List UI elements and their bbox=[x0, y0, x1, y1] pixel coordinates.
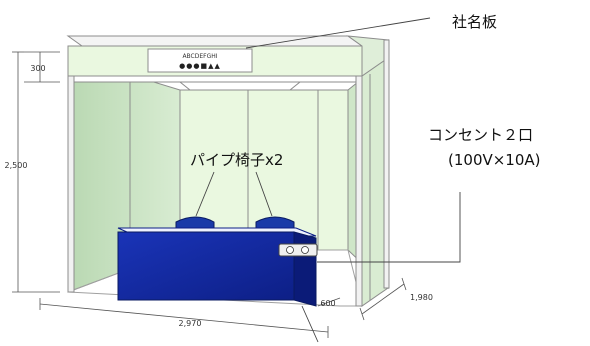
outlet-box bbox=[278, 243, 318, 257]
callout-outlet-line2: (100V×10A) bbox=[448, 151, 541, 169]
counter-front bbox=[117, 231, 295, 301]
front-left-post bbox=[67, 75, 75, 293]
dim-booth-depth bbox=[359, 277, 407, 321]
nameplate-company-text: ABCDEFGHI bbox=[182, 53, 217, 60]
leader-counter bbox=[301, 305, 319, 343]
header-rail bbox=[67, 75, 363, 83]
dim-booth-width-label: 2,970 bbox=[179, 319, 202, 328]
callout-chairs: パイプ椅子x2 bbox=[190, 151, 283, 169]
dim-booth-height-label: 2,500 bbox=[5, 161, 28, 170]
fascia-right-side bbox=[346, 35, 389, 77]
leader-chair-left bbox=[195, 171, 215, 217]
fascia-top bbox=[66, 35, 364, 47]
dim-nameplate-height-label: 300 bbox=[30, 64, 45, 73]
dim-counter-depth bbox=[317, 297, 341, 307]
dim-counter-depth-label: 600 bbox=[320, 299, 335, 308]
leader-nameplate bbox=[245, 17, 431, 49]
outlet-socket-2 bbox=[301, 246, 309, 254]
nameplate-symbols: ●●●■▲▲ bbox=[179, 62, 221, 70]
callout-nameplate: 社名板 bbox=[452, 13, 497, 31]
callout-outlet-line1: コンセント２口 bbox=[428, 126, 533, 144]
dim-booth-height bbox=[12, 51, 60, 293]
outlet-socket-1 bbox=[286, 246, 294, 254]
front-right-post bbox=[355, 75, 363, 307]
counter-side bbox=[293, 231, 317, 307]
dim-booth-depth-label: 1,980 bbox=[410, 293, 433, 302]
dim-booth-width bbox=[39, 298, 329, 338]
back-right-post bbox=[383, 39, 390, 289]
ceiling-light bbox=[178, 81, 302, 91]
leader-chair-right bbox=[255, 171, 273, 217]
nameplate-sign bbox=[147, 48, 253, 73]
dim-nameplate-height bbox=[24, 51, 60, 83]
leader-outlet bbox=[317, 192, 461, 263]
